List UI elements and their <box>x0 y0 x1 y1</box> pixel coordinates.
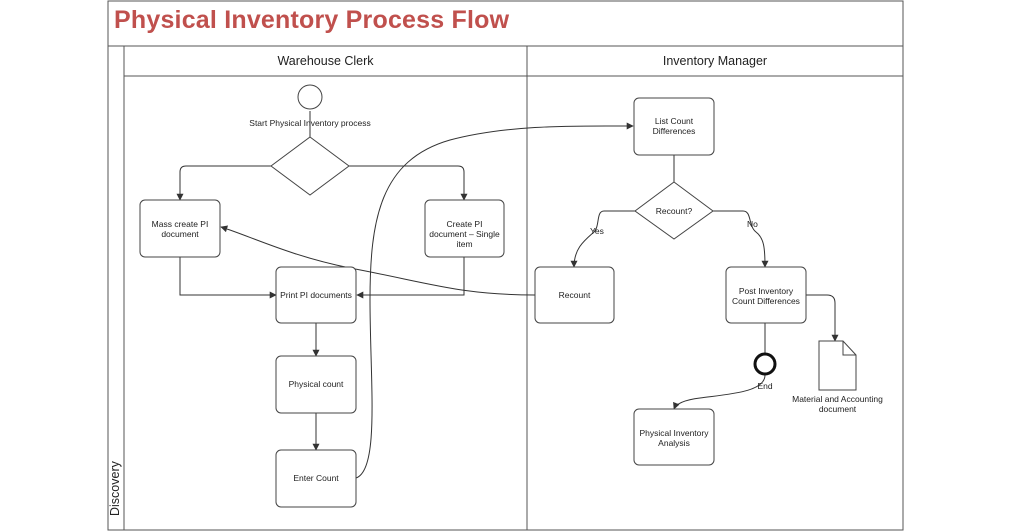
side-label: Discovery <box>108 461 122 516</box>
mass-create-label: Mass create PI document <box>151 219 209 239</box>
page-title: Physical Inventory Process Flow <box>114 6 510 34</box>
edge-enter-list <box>355 122 634 479</box>
start-circle[interactable] <box>297 84 323 110</box>
edge-yes <box>570 210 635 268</box>
post-diff-label: Post Inventory Count Differences <box>732 286 800 306</box>
recount-node[interactable] <box>534 266 615 324</box>
recount-label: Recount <box>558 290 591 300</box>
end-circle[interactable] <box>753 352 777 376</box>
lane-header-warehouse-clerk: Warehouse Clerk <box>277 54 374 68</box>
material-doc-label: Material and Accounting document <box>792 394 883 414</box>
print-docs-label: Print PI documents <box>280 290 352 300</box>
edge-no <box>713 210 769 268</box>
edge-single-print <box>356 257 465 299</box>
edge-decision-mass <box>176 165 271 201</box>
enter-count-label: Enter Count <box>293 473 339 483</box>
pi-analysis-node[interactable] <box>633 408 715 466</box>
lane-header-inventory-manager: Inventory Manager <box>662 54 768 68</box>
recount-decision[interactable] <box>634 181 714 240</box>
diagram-frame <box>107 0 904 531</box>
list-diff-node[interactable] <box>633 97 715 156</box>
recount-question-label: Recount? <box>655 206 693 216</box>
document-fold <box>842 341 856 356</box>
physical-count-node[interactable] <box>275 355 357 414</box>
create-single-label: Create PI document – Single item <box>429 219 500 249</box>
edge-end-analysis <box>673 374 766 410</box>
branch-decision[interactable] <box>270 136 350 196</box>
material-doc-shape[interactable] <box>818 340 857 391</box>
no-label: No <box>747 219 758 229</box>
edge-mass-print <box>179 257 277 299</box>
end-label: End <box>757 381 773 391</box>
print-docs-node[interactable] <box>275 266 357 324</box>
pi-analysis-label: Physical Inventory Analysis <box>639 428 709 448</box>
list-diff-label: List Count Differences <box>652 116 696 136</box>
start-label: Start Physical Inventory process <box>249 118 371 128</box>
mass-create-node[interactable] <box>139 199 221 258</box>
create-single-node[interactable] <box>424 199 505 258</box>
post-diff-node[interactable] <box>725 266 807 324</box>
yes-label: Yes <box>590 226 604 236</box>
edge-decision-single <box>349 165 468 201</box>
physical-count-label: Physical count <box>288 379 344 389</box>
edge-post-doc <box>806 294 839 342</box>
enter-count-node[interactable] <box>275 449 357 508</box>
